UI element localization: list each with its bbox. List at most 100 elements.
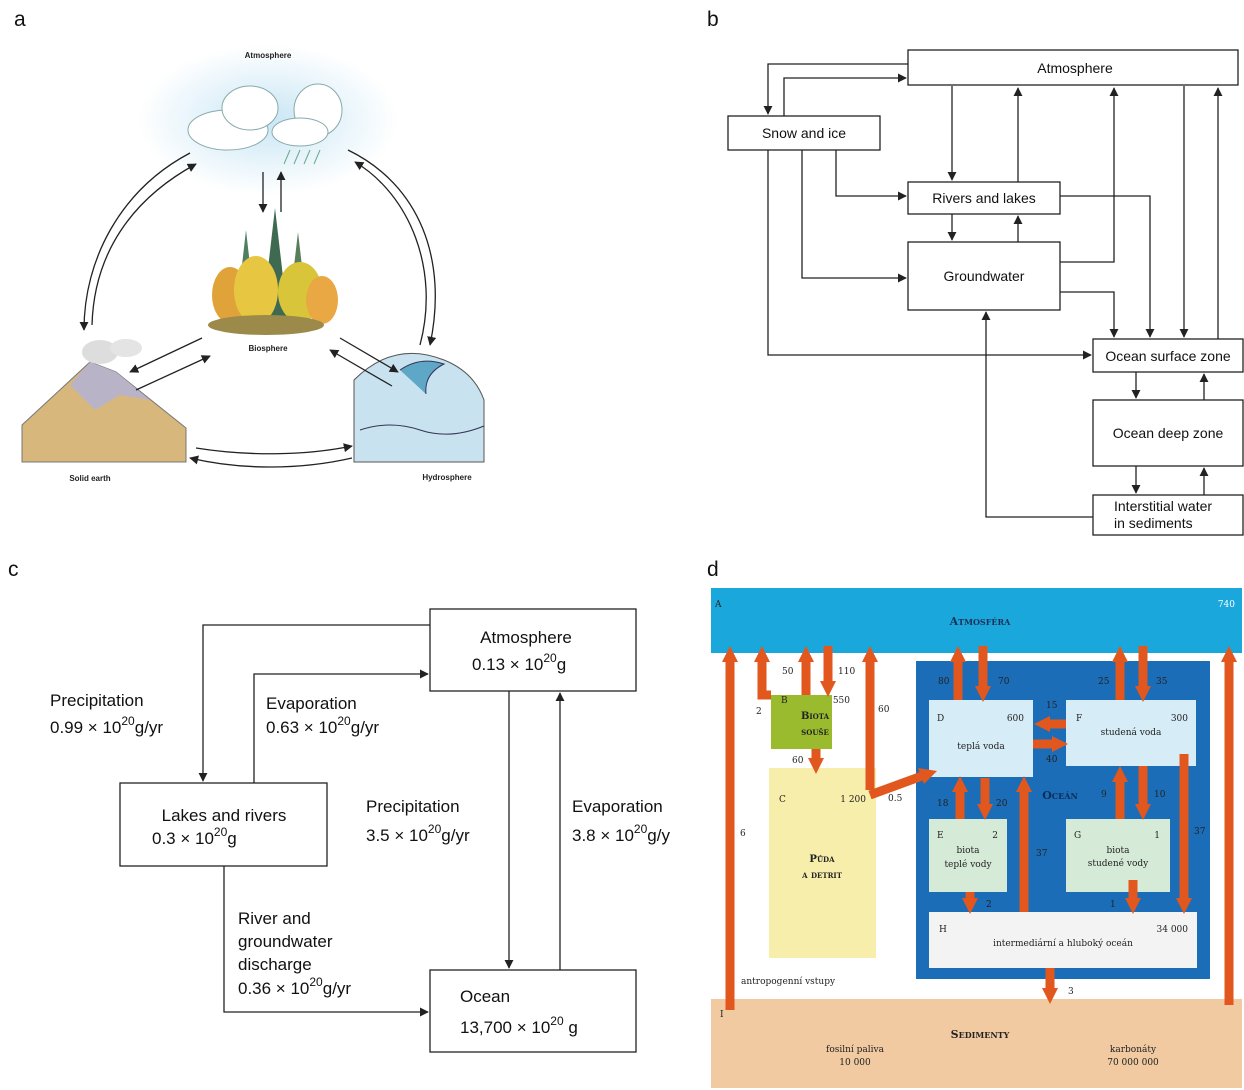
- cloud-icon: [187, 83, 343, 165]
- svg-text:35: 35: [1156, 677, 1168, 687]
- svg-text:20: 20: [996, 799, 1008, 809]
- label-snow-ice: Snow and ice: [762, 125, 846, 141]
- label-fosilni-paliva: fosilní paliva: [826, 1044, 885, 1055]
- arrow-earth-to-atm: [91, 163, 197, 326]
- label-ocean-c: Ocean: [460, 987, 510, 1006]
- box-ocean-surface: [1092, 338, 1244, 373]
- value-300: 300: [1171, 714, 1188, 724]
- box-warm-water: [929, 700, 1033, 777]
- label-evap-land: Evaporation: [266, 694, 357, 713]
- panel-c-water-budget: Atmosphere 0.13 × 1020g Lakes and rivers…: [50, 608, 670, 1053]
- svg-text:40: 40: [1046, 755, 1058, 765]
- label-discharge-2: groundwater: [238, 932, 333, 951]
- svg-text:80: 80: [938, 677, 950, 687]
- svg-text:60: 60: [878, 705, 890, 715]
- label-rivers-lakes: Rivers and lakes: [932, 190, 1036, 206]
- letter-a: A: [714, 600, 722, 610]
- flux-values: 50 110 2 60 60 0.5 6 80 70 15 40 25 35 1…: [740, 667, 1206, 997]
- value-550: 550: [833, 696, 850, 706]
- arrow-discharge: [223, 866, 429, 1017]
- wave-icon: [353, 352, 485, 463]
- volcano-icon: [21, 339, 187, 463]
- label-biota-g: biota: [1106, 846, 1130, 856]
- box-groundwater: [907, 241, 1061, 311]
- value-34000: 34 000: [1157, 925, 1189, 935]
- box-ocean-deep: [1092, 399, 1244, 467]
- arrow-snow-to-ocean: [767, 150, 1092, 360]
- svg-text:2: 2: [756, 707, 762, 717]
- svg-text:37: 37: [1036, 849, 1048, 859]
- panel-letter-c: c: [8, 558, 19, 581]
- label-tepla-voda: teplá voda: [957, 741, 1005, 752]
- arrow-interstitial-to-groundwater: [981, 311, 1093, 518]
- label-ocean-surface: Ocean surface zone: [1105, 348, 1231, 364]
- value-70000000: 70 000 000: [1107, 1058, 1159, 1068]
- arrow-precip-land: [198, 624, 430, 782]
- label-souse: souše: [801, 727, 829, 738]
- box-atmosphere: [907, 49, 1239, 86]
- value-2: 2: [992, 831, 998, 841]
- letter-i: I: [720, 1010, 724, 1020]
- box-deep-ocean: [929, 912, 1197, 968]
- arrow-earth-to-bio: [135, 355, 211, 391]
- arrow-snow-to-rivers: [835, 150, 907, 201]
- forest-icon: [208, 208, 338, 335]
- label-hydrosphere: Hydrosphere: [422, 473, 472, 482]
- svg-text:37: 37: [1194, 827, 1206, 837]
- value-discharge: 0.36 × 1020g/yr: [238, 975, 351, 998]
- label-puda: Půda: [809, 854, 835, 865]
- label-lakes-rivers: Lakes and rivers: [162, 806, 287, 825]
- box-interstitial: [1092, 494, 1244, 536]
- svg-text:110: 110: [838, 667, 855, 677]
- label-discharge-1: River and: [238, 909, 311, 928]
- label-karbonaty: karbonáty: [1110, 1044, 1157, 1055]
- label-sedimenty: Sedimenty: [951, 1028, 1010, 1041]
- svg-text:15: 15: [1046, 701, 1058, 711]
- label-solid-earth: Solid earth: [69, 474, 110, 483]
- value-evap-ocean: 3.8 × 1020g/y: [572, 822, 670, 845]
- arrow-rivers-to-ocean: [1060, 195, 1155, 338]
- sediment-band: [711, 999, 1242, 1088]
- svg-text:50: 50: [782, 667, 794, 677]
- svg-text:9: 9: [1101, 790, 1107, 800]
- label-studena-voda: studená voda: [1101, 727, 1162, 738]
- arrow-hydro-to-earth: [189, 455, 353, 468]
- letter-f: F: [1076, 714, 1082, 724]
- value-precip-ocean: 3.5 × 1020g/yr: [366, 822, 470, 845]
- svg-text:2: 2: [986, 900, 992, 910]
- box-snow-ice: [727, 115, 881, 151]
- label-atmosphere-mass: 0.13 × 1020g: [472, 651, 566, 674]
- value-600: 600: [1007, 714, 1024, 724]
- value-precip-land: 0.99 × 1020g/yr: [50, 714, 163, 737]
- value-1: 1: [1154, 831, 1160, 841]
- label-atmosphere: Atmosphere: [245, 51, 292, 60]
- label-teple-vody: teplé vody: [944, 859, 992, 870]
- label-precip-ocean: Precipitation: [366, 797, 460, 816]
- svg-text:25: 25: [1098, 677, 1110, 687]
- letter-h: H: [939, 925, 947, 935]
- box-atmosphere-c: [429, 608, 637, 692]
- arrow-atm-to-hydro: [347, 149, 437, 346]
- box-warm-biota: [929, 819, 1007, 892]
- arrow-hydro-to-atm: [354, 161, 427, 346]
- label-evap-ocean: Evaporation: [572, 797, 663, 816]
- label-studene-vody: studené vody: [1088, 858, 1149, 869]
- svg-text:6: 6: [740, 829, 746, 839]
- arrow-snow-to-groundwater: [801, 150, 907, 283]
- arrow-groundwater-to-atm: [1060, 87, 1119, 263]
- box-lakes-rivers: [119, 782, 328, 867]
- atmosphere-band: [711, 588, 1242, 653]
- label-atmosphere-b: Atmosphere: [1037, 60, 1113, 76]
- arrow-bio-to-earth: [129, 337, 203, 373]
- value-10000: 10 000: [839, 1058, 871, 1068]
- arrow-hydro-to-bio: [329, 349, 393, 387]
- label-ocean-mass: 13,700 × 1020 g: [460, 1014, 578, 1037]
- box-cold-biota: [1066, 819, 1170, 892]
- svg-text:1: 1: [1110, 900, 1116, 910]
- panel-d-carbon-cycle: A Atmosféra 740 Oceán B 550 Biota souše …: [711, 588, 1242, 1088]
- label-groundwater: Groundwater: [944, 268, 1025, 284]
- letter-d: D: [937, 714, 944, 724]
- label-lakes-mass: 0.3 × 1020g: [152, 825, 237, 848]
- box-ocean-c: [429, 969, 637, 1053]
